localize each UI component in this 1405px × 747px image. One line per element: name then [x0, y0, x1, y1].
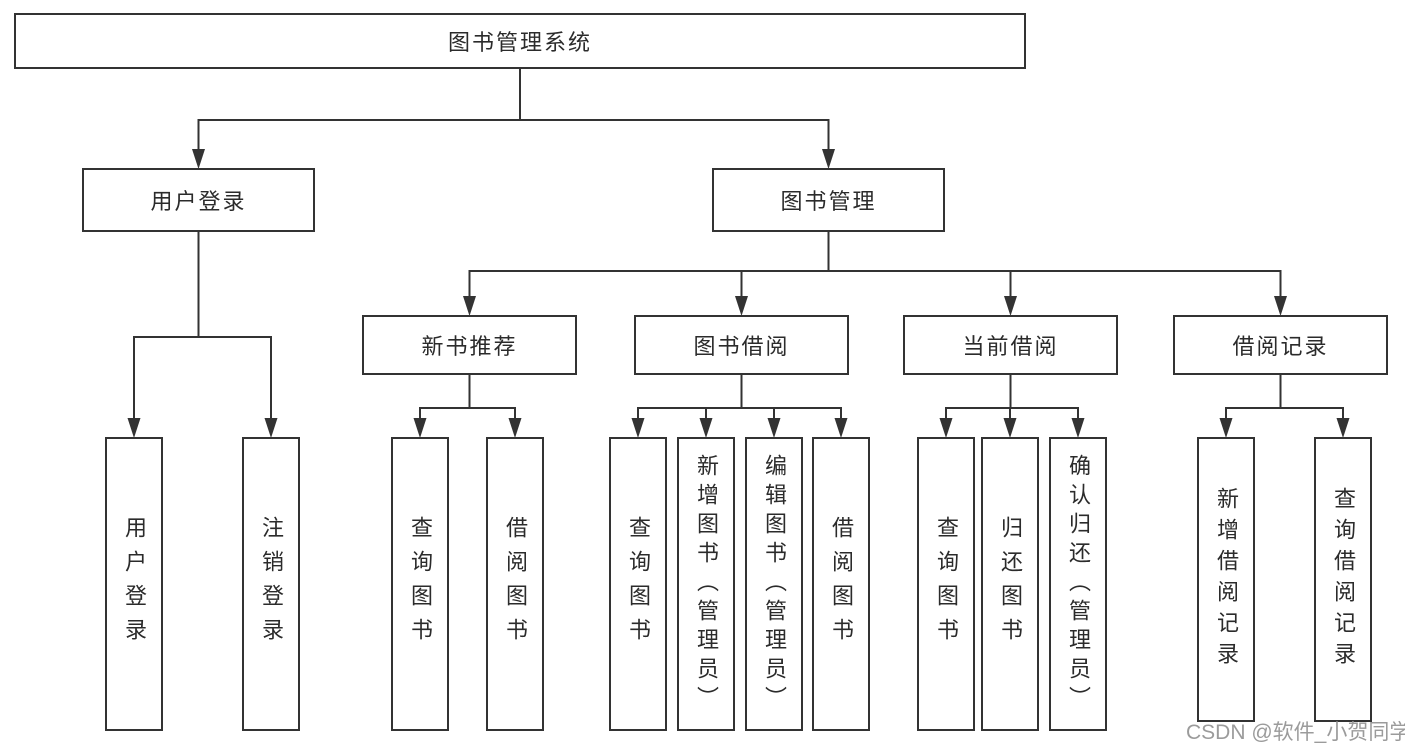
leaf-br-query-record: 查询借阅记录: [1314, 437, 1372, 722]
leaf-cb-confirm-return-admin: 确认归还（管理员）: [1049, 437, 1107, 731]
leaf-cb-query-books: 查询图书: [917, 437, 975, 731]
leaf-bb-edit-books-admin-label: 编辑图书（管理员）: [762, 453, 787, 715]
node-root: 图书管理系统: [14, 13, 1026, 69]
leaf-user-login: 用户登录: [105, 437, 163, 731]
leaf-rec-query-books: 查询图书: [391, 437, 449, 731]
leaf-cb-return-books-label: 归还图书: [998, 516, 1023, 652]
leaf-rec-borrow-books: 借阅图书: [486, 437, 544, 731]
leaf-cb-return-books: 归还图书: [981, 437, 1039, 731]
node-current-borrow-label: 当前借阅: [962, 334, 1059, 359]
node-borrow-records-label: 借阅记录: [1232, 334, 1329, 359]
leaf-br-query-record-label: 查询借阅记录: [1331, 486, 1356, 673]
leaf-cb-query-books-label: 查询图书: [934, 516, 959, 652]
leaf-bb-add-books-admin: 新增图书（管理员）: [677, 437, 735, 731]
node-user-login: 用户登录: [82, 168, 315, 232]
leaf-bb-borrow-books-label: 借阅图书: [829, 516, 854, 652]
node-book-management: 图书管理: [712, 168, 945, 232]
csdn-watermark: CSDN @软件_小贺同学: [1186, 721, 1405, 744]
leaf-br-add-record-label: 新增借阅记录: [1214, 486, 1239, 673]
leaf-rec-borrow-books-label: 借阅图书: [503, 516, 528, 652]
node-book-management-label: 图书管理: [780, 189, 877, 214]
node-root-label: 图书管理系统: [447, 30, 592, 55]
leaf-bb-edit-books-admin: 编辑图书（管理员）: [745, 437, 803, 731]
node-current-borrow: 当前借阅: [903, 315, 1118, 375]
leaf-logout-login: 注销登录: [242, 437, 300, 731]
node-new-book-recommend-label: 新书推荐: [421, 334, 518, 359]
leaf-bb-borrow-books: 借阅图书: [812, 437, 870, 731]
leaf-cb-confirm-return-admin-label: 确认归还（管理员）: [1066, 453, 1091, 715]
node-book-borrow: 图书借阅: [634, 315, 849, 375]
leaf-rec-query-books-label: 查询图书: [408, 516, 433, 652]
leaf-bb-query-books-label: 查询图书: [626, 516, 651, 652]
leaf-bb-add-books-admin-label: 新增图书（管理员）: [694, 453, 719, 715]
node-user-login-label: 用户登录: [150, 189, 247, 214]
node-book-borrow-label: 图书借阅: [693, 334, 790, 359]
node-borrow-records: 借阅记录: [1173, 315, 1388, 375]
leaf-user-login-label: 用户登录: [122, 516, 147, 652]
node-new-book-recommend: 新书推荐: [362, 315, 577, 375]
leaf-bb-query-books: 查询图书: [609, 437, 667, 731]
leaf-logout-login-label: 注销登录: [259, 516, 284, 652]
leaf-br-add-record: 新增借阅记录: [1197, 437, 1255, 722]
